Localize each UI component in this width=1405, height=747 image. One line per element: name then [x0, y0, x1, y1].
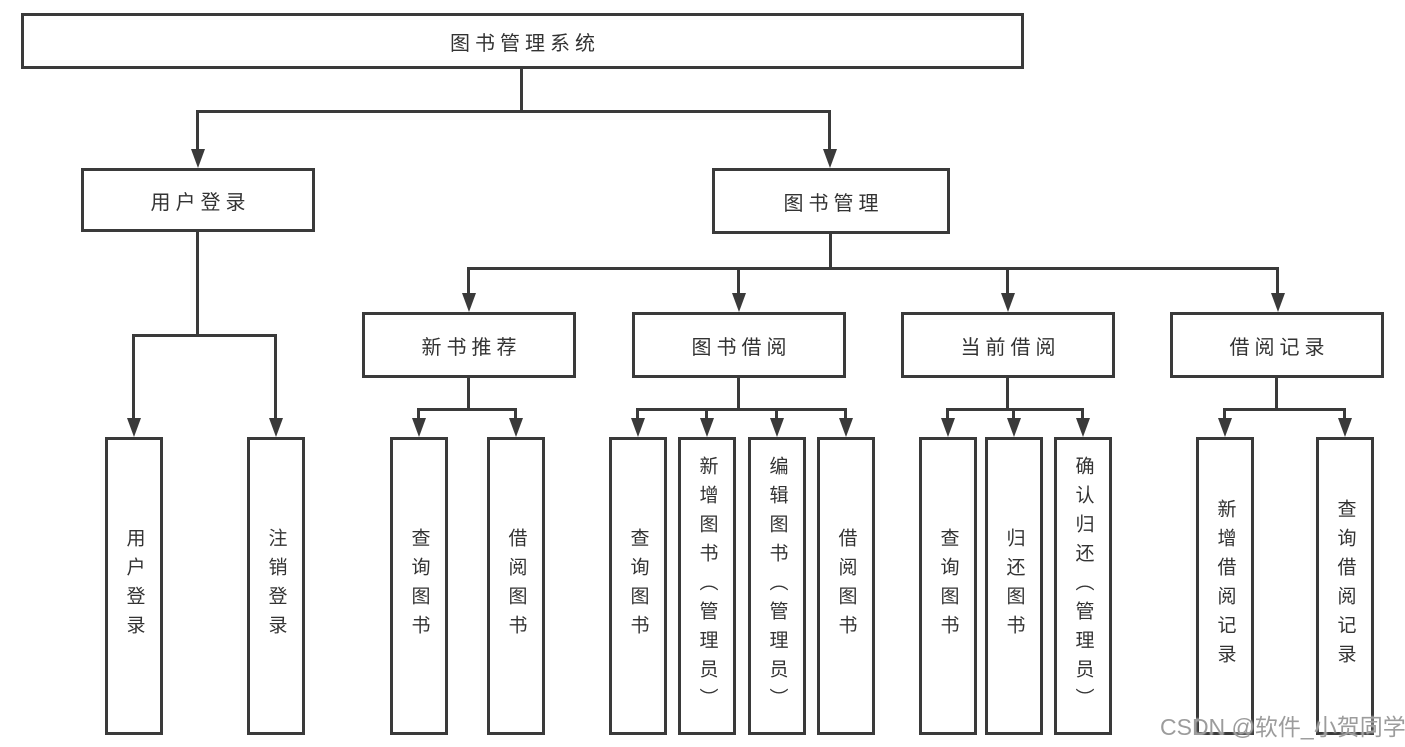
connector-line — [737, 378, 740, 411]
arrow-down-icon — [1338, 418, 1352, 437]
leaf-newbook-query-books: 查询图书 — [390, 437, 448, 735]
leaf-edit-books-admin-label: 编辑图书（管理员） — [766, 455, 788, 717]
leaf-current-query-books: 查询图书 — [919, 437, 977, 735]
leaf-confirm-return-admin-label: 确认归还（管理员） — [1072, 455, 1094, 717]
leaf-add-borrow-record-label: 新增借阅记录 — [1214, 499, 1236, 673]
node-new-book-recommend: 新书推荐 — [362, 312, 576, 378]
leaf-borrow-query-books-label: 查询图书 — [627, 528, 649, 644]
leaf-return-books: 归还图书 — [985, 437, 1043, 735]
leaf-query-borrow-record: 查询借阅记录 — [1316, 437, 1374, 735]
node-borrowing-records: 借阅记录 — [1170, 312, 1384, 378]
connector-line — [737, 267, 740, 295]
connector-line — [946, 408, 949, 420]
connector-line — [514, 408, 517, 420]
leaf-newbook-borrow-books-label: 借阅图书 — [505, 528, 527, 644]
connector-line — [1276, 267, 1279, 295]
arrow-down-icon — [509, 418, 523, 437]
leaf-current-query-books-label: 查询图书 — [937, 528, 959, 644]
arrow-down-icon — [1076, 418, 1090, 437]
arrow-down-icon — [269, 418, 283, 437]
connector-line — [196, 110, 199, 150]
leaf-add-borrow-record: 新增借阅记录 — [1196, 437, 1254, 735]
connector-line — [1012, 408, 1015, 420]
leaf-logout: 注销登录 — [247, 437, 305, 735]
connector-line — [636, 408, 639, 420]
connector-line — [1081, 408, 1084, 420]
node-book-borrowing-label: 图书借阅 — [691, 336, 792, 359]
leaf-user-login: 用户登录 — [105, 437, 163, 735]
arrow-down-icon — [1271, 293, 1285, 312]
node-user-login: 用户登录 — [81, 168, 315, 232]
leaf-edit-books-admin: 编辑图书（管理员） — [748, 437, 806, 735]
connector-line — [828, 110, 831, 150]
node-book-borrowing: 图书借阅 — [632, 312, 846, 378]
connector-line — [419, 408, 516, 411]
connector-line — [467, 267, 470, 295]
arrow-down-icon — [941, 418, 955, 437]
connector-line — [196, 232, 199, 337]
connector-line — [520, 69, 523, 112]
connector-line — [469, 267, 1278, 270]
leaf-query-borrow-record-label: 查询借阅记录 — [1334, 499, 1356, 673]
node-current-borrowing: 当前借阅 — [901, 312, 1115, 378]
connector-line — [274, 334, 277, 418]
leaf-newbook-query-books-label: 查询图书 — [408, 528, 430, 644]
connector-line — [638, 408, 846, 411]
connector-line — [829, 234, 832, 270]
leaf-confirm-return-admin: 确认归还（管理员） — [1054, 437, 1112, 735]
leaf-logout-label: 注销登录 — [265, 528, 287, 644]
connector-line — [948, 408, 1083, 411]
connector-line — [844, 408, 847, 420]
connector-line — [132, 334, 135, 418]
arrow-down-icon — [732, 293, 746, 312]
node-root-library-system: 图书管理系统 — [21, 13, 1024, 69]
arrow-down-icon — [412, 418, 426, 437]
leaf-return-books-label: 归还图书 — [1003, 528, 1025, 644]
connector-line — [197, 110, 831, 113]
arrow-down-icon — [631, 418, 645, 437]
arrow-down-icon — [700, 418, 714, 437]
connector-line — [1006, 378, 1009, 411]
connector-line — [1006, 267, 1009, 295]
leaf-borrow-books: 借阅图书 — [817, 437, 875, 735]
arrow-down-icon — [191, 149, 205, 168]
node-book-management-label: 图书管理 — [783, 192, 884, 215]
leaf-add-books-admin-label: 新增图书（管理员） — [696, 455, 718, 717]
connector-line — [134, 334, 276, 337]
node-current-borrowing-label: 当前借阅 — [960, 336, 1061, 359]
connector-line — [467, 378, 470, 411]
connector-line — [775, 408, 778, 420]
csdn-watermark: CSDN @软件_小贺同学 — [1160, 714, 1405, 740]
arrow-down-icon — [839, 418, 853, 437]
connector-line — [1275, 378, 1278, 411]
node-new-book-recommend-label: 新书推荐 — [421, 336, 522, 359]
connector-line — [1225, 408, 1345, 411]
node-root-label: 图书管理系统 — [450, 32, 600, 55]
leaf-add-books-admin: 新增图书（管理员） — [678, 437, 736, 735]
leaf-borrow-query-books: 查询图书 — [609, 437, 667, 735]
arrow-down-icon — [127, 418, 141, 437]
connector-line — [1343, 408, 1346, 420]
leaf-user-login-label: 用户登录 — [123, 528, 145, 644]
node-book-management: 图书管理 — [712, 168, 950, 234]
leaf-newbook-borrow-books: 借阅图书 — [487, 437, 545, 735]
arrow-down-icon — [1007, 418, 1021, 437]
node-user-login-label: 用户登录 — [150, 191, 251, 214]
connector-line — [417, 408, 420, 420]
node-borrowing-records-label: 借阅记录 — [1229, 336, 1330, 359]
connector-line — [705, 408, 708, 420]
arrow-down-icon — [462, 293, 476, 312]
arrow-down-icon — [823, 149, 837, 168]
arrow-down-icon — [1218, 418, 1232, 437]
arrow-down-icon — [1001, 293, 1015, 312]
connector-line — [1223, 408, 1226, 420]
leaf-borrow-books-label: 借阅图书 — [835, 528, 857, 644]
arrow-down-icon — [770, 418, 784, 437]
